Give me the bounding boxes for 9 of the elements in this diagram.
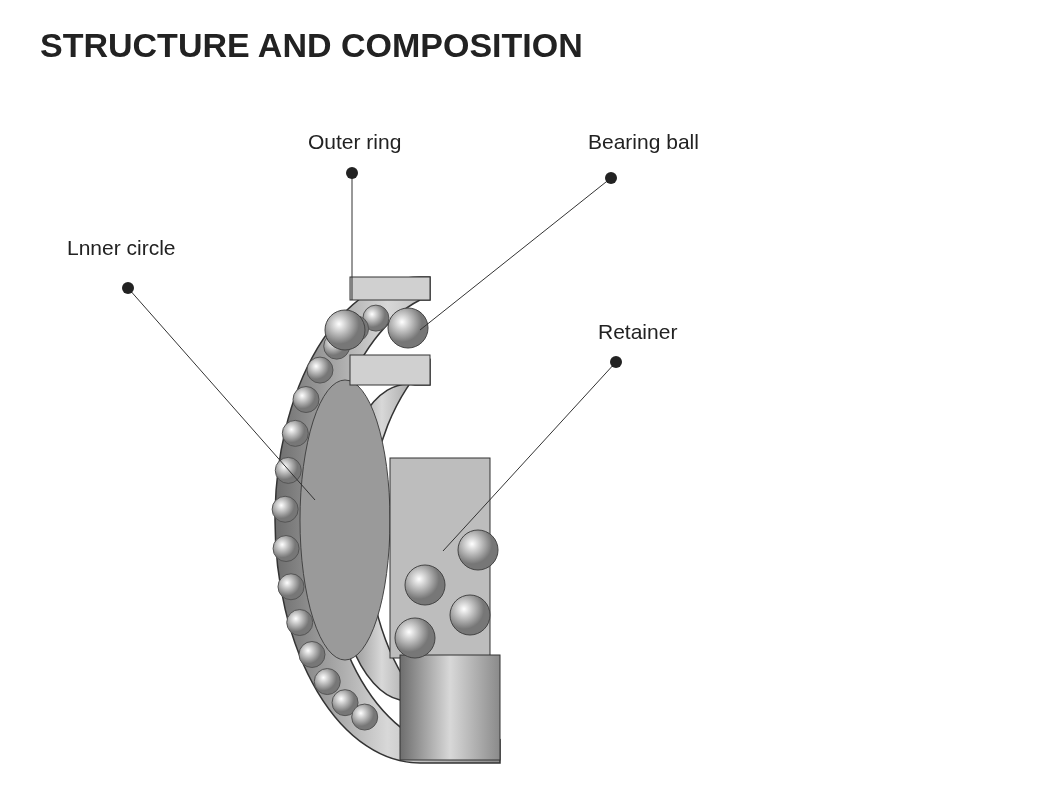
part-label: Retainer [598,320,678,362]
leader-line [419,172,617,331]
part-label: Bearing ball [588,130,699,178]
title: STRUCTURE AND COMPOSITION [40,26,583,65]
part-label: Outer ring [308,130,402,173]
leader-line [122,282,316,501]
part-label: Lnner circle [67,236,176,288]
leader-line [346,167,358,301]
leader-line [442,356,622,552]
